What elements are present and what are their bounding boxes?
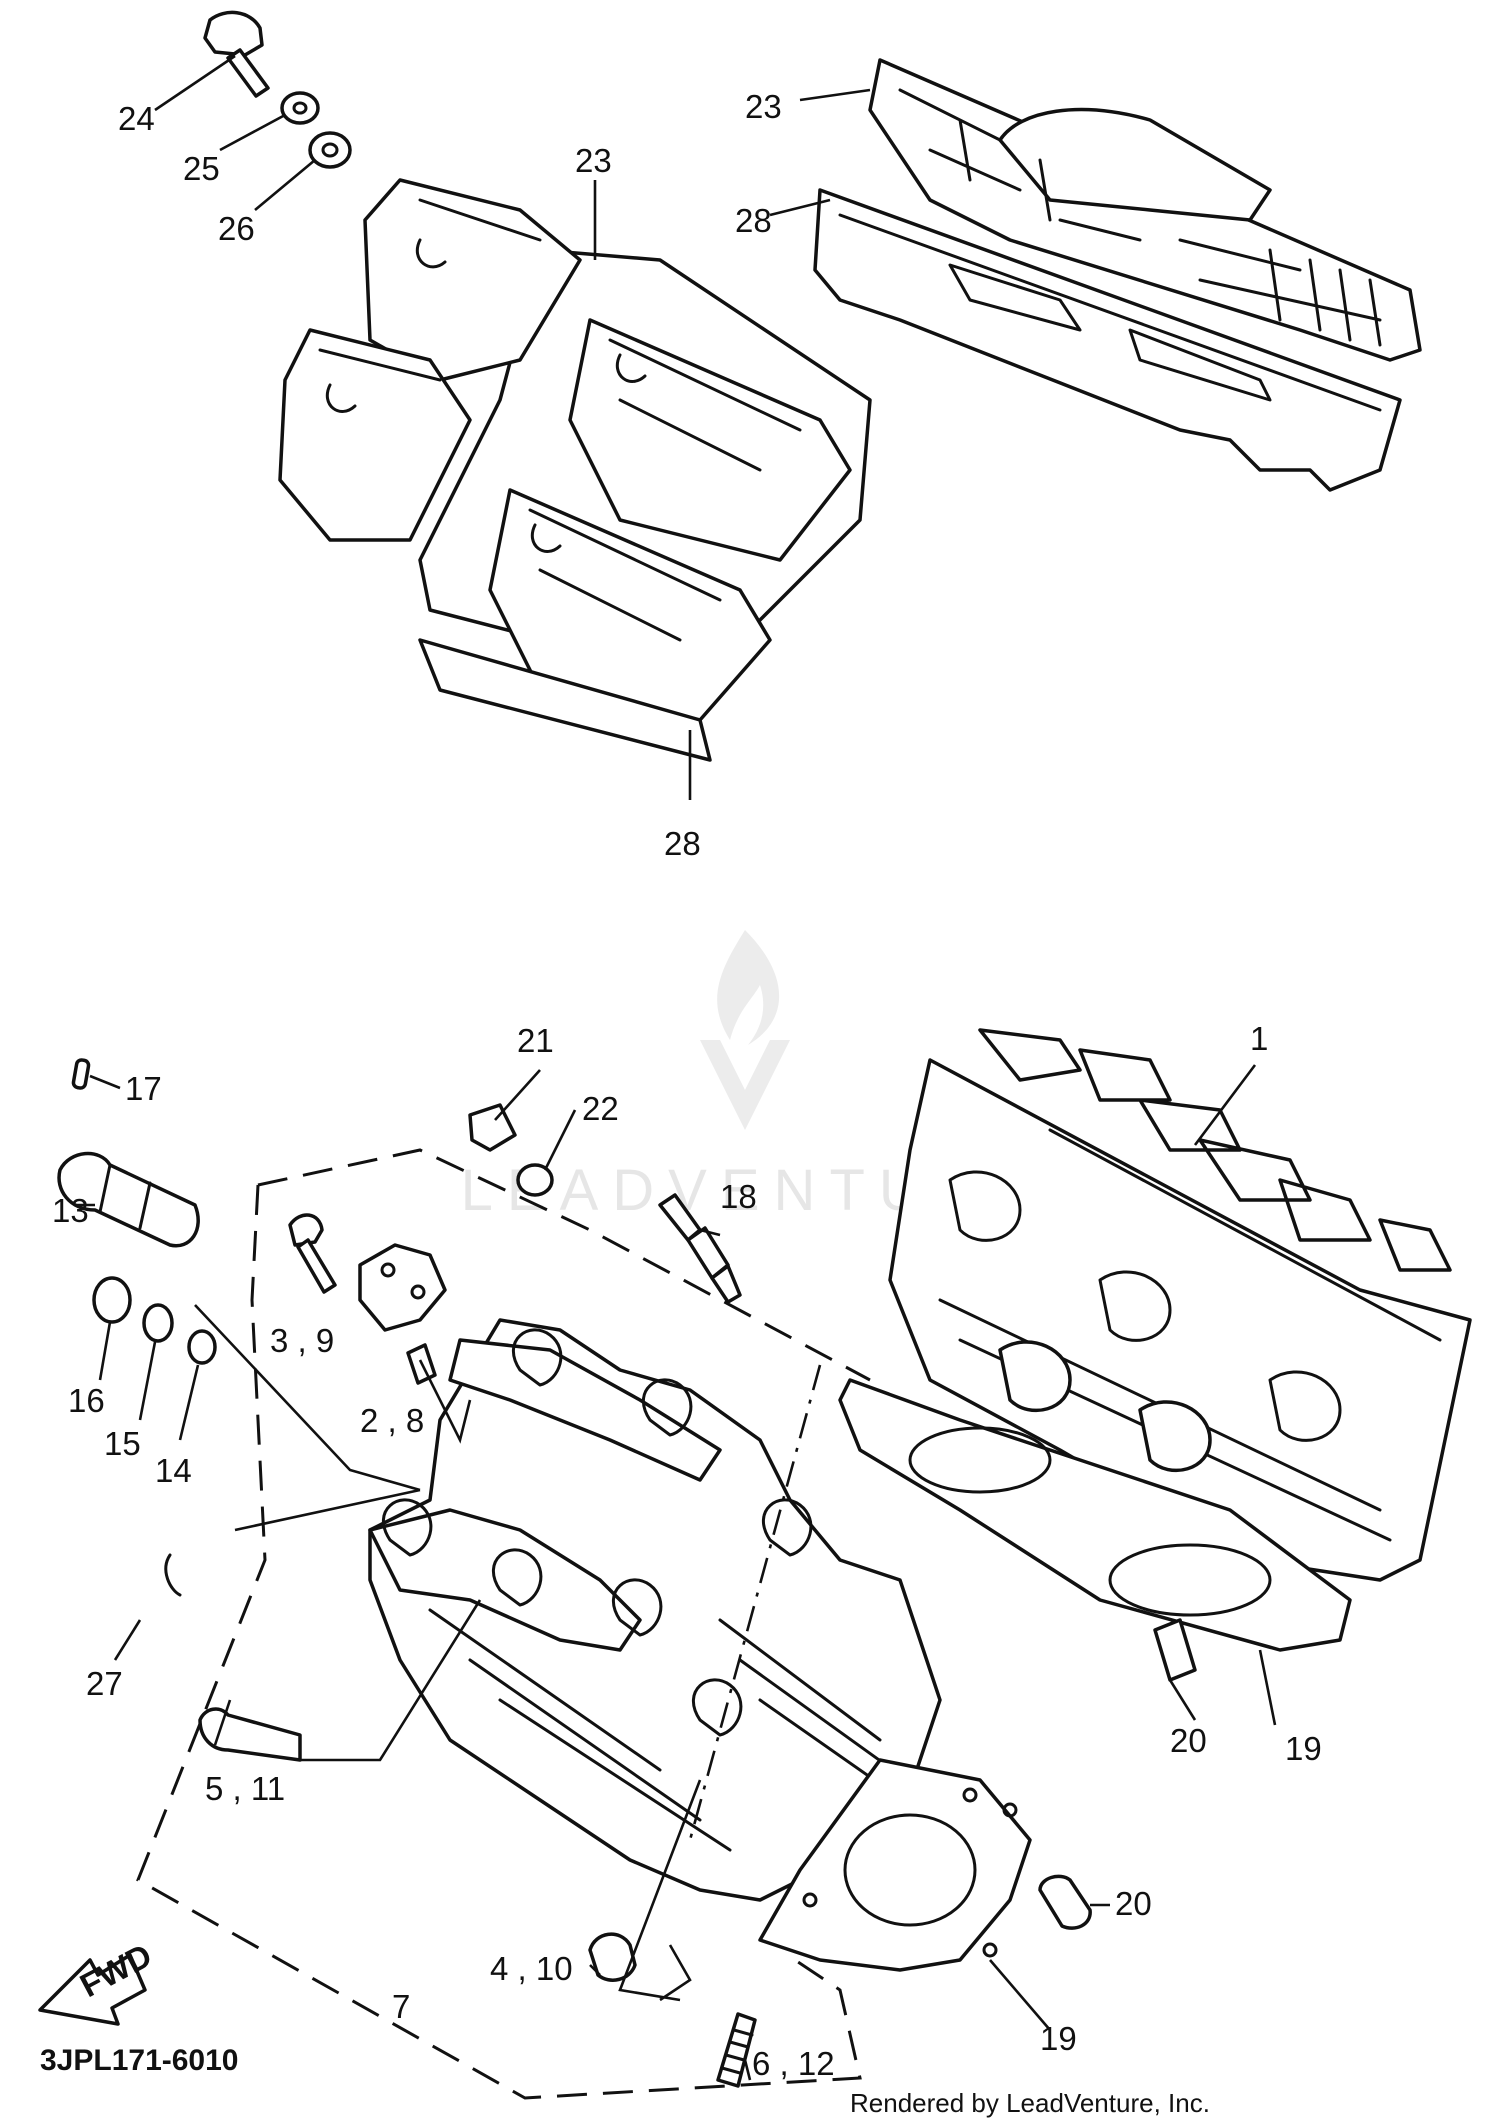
kit-boundary-left [136, 1184, 862, 2100]
callout-15: 15 [104, 1425, 141, 1462]
cover-bolt-head [203, 10, 264, 57]
rear-cylinder-head [888, 1028, 1472, 1582]
front-cover-lobe-rear-top [363, 178, 582, 382]
callout-28-rear: 28 [735, 202, 772, 239]
plug-cap-nut [516, 1163, 554, 1197]
rear-cover-gasket [813, 188, 1402, 492]
kit-boundary-inner [688, 1364, 822, 1841]
front-head-cam-rail-lower [368, 1508, 642, 1652]
rear-cover-center-rise [998, 107, 1272, 222]
rear-head-port-2 [1138, 1400, 1212, 1472]
callout-5-11: 5 , 11 [205, 1770, 285, 1807]
callout-4-10: 4 , 10 [490, 1950, 573, 1987]
watermark-flame-icon [717, 930, 780, 1045]
washer [308, 131, 352, 169]
callout-17: 17 [125, 1070, 162, 1107]
callout-19-lower: 19 [1040, 2020, 1077, 2057]
rear-head-cam-journals [978, 1028, 1452, 1272]
callout-2-8: 2 , 8 [360, 1402, 424, 1439]
callout-19-upper: 19 [1285, 1730, 1322, 1767]
o-ring-15 [142, 1303, 174, 1343]
cover-bolt-shank [226, 48, 270, 98]
cover-bolt-set [203, 10, 352, 169]
watermark-v-icon [700, 1040, 790, 1130]
front-cylinder-head [368, 1318, 1032, 1972]
valve-guide [198, 1707, 302, 1762]
front-cover-gasket [418, 638, 712, 762]
callout-3-9: 3 , 9 [270, 1322, 334, 1359]
callout-1: 1 [1250, 1020, 1268, 1057]
rear-head-cover-assembly [813, 58, 1422, 492]
diagram-code: 3JPL171-6010 [40, 2044, 239, 2077]
callout-14: 14 [155, 1452, 192, 1489]
oil-union [57, 1151, 200, 1248]
callout-16: 16 [68, 1382, 105, 1419]
forward-direction-arrow: FWD [38, 1936, 158, 2026]
callout-18: 18 [720, 1178, 757, 1215]
callout-20-lower: 20 [1115, 1885, 1152, 1922]
callout-28-front: 28 [664, 825, 701, 862]
callout-13: 13 [52, 1192, 89, 1229]
callout-24: 24 [118, 100, 155, 137]
rendered-by-credit: Rendered by LeadVenture, Inc. [850, 2088, 1210, 2118]
callout-22: 22 [582, 1090, 619, 1127]
guide-bolt-shank [296, 1238, 337, 1294]
leader-lines [75, 54, 1277, 2081]
callout-20-upper: 20 [1170, 1722, 1207, 1759]
oil-union-assembly [57, 1058, 217, 1597]
callout-25: 25 [183, 150, 220, 187]
callout-27: 27 [86, 1665, 123, 1702]
clip-27 [164, 1553, 182, 1597]
callout-23-rear: 23 [745, 88, 782, 125]
rear-head-port-1 [998, 1340, 1072, 1412]
dowel-pin-lower [1038, 1874, 1092, 1930]
front-head-cover-assembly [278, 178, 872, 762]
guide-bolt-head [288, 1213, 324, 1247]
retaining-clip [71, 1058, 91, 1090]
callout-labels: 24 25 26 23 23 28 28 1 21 22 18 17 13 16… [52, 88, 1322, 2082]
grommet [280, 91, 320, 125]
callout-26: 26 [218, 210, 255, 247]
callout-21: 21 [517, 1022, 554, 1059]
rear-head-gasket [838, 1378, 1352, 1652]
cam-chain-guide-plate [358, 1243, 447, 1332]
callout-23-front: 23 [575, 142, 612, 179]
front-cover-lobe-rear-bottom [278, 328, 472, 542]
o-ring-14 [187, 1329, 217, 1365]
dowel-pin-upper [1153, 1618, 1197, 1682]
plug-cap [468, 1103, 517, 1152]
o-ring-16 [92, 1276, 132, 1324]
front-head-cam-rail-upper [448, 1338, 722, 1482]
oil-gallery-plug [588, 1932, 637, 1982]
kit-boundary-top [257, 1148, 871, 1382]
callout-7: 7 [392, 1988, 410, 2025]
callout-6-12: 6 , 12 [752, 2045, 835, 2082]
